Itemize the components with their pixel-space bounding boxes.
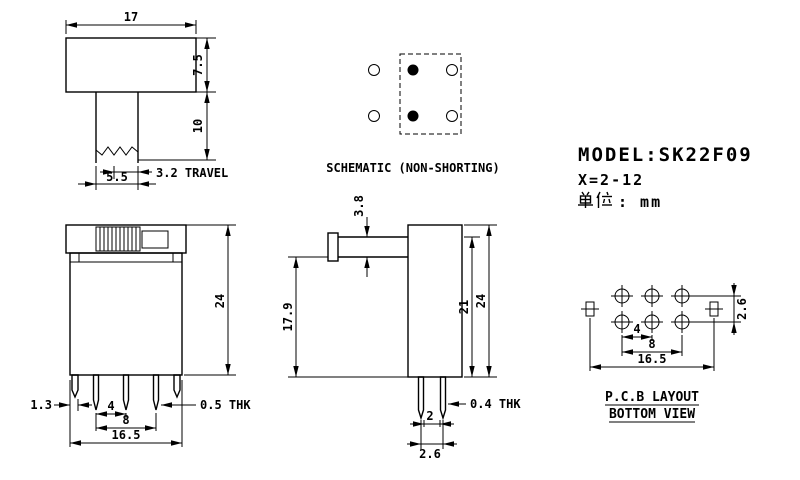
pcb-caption: P.C.B LAYOUT BOTTOM VIEW [605,390,699,423]
terminal-circles [368,64,458,122]
dim-stem-width: 5.5 [78,166,156,190]
break-line [95,146,139,156]
dim-row-pitch-label: 2.6 [419,447,441,461]
dim-stem-length-label: 10 [191,119,205,133]
pcb-hole-icon [671,285,693,307]
slider-position-box [399,53,462,135]
actuator [327,232,408,262]
dim-pin-gap-label: 2 [426,409,433,423]
dim-slot-span-label: 16.5 [638,352,667,366]
side-pin-thickness-label: 0.4 THK [470,397,521,411]
switch-stem [95,92,139,163]
schematic-view: SCHEMATIC (NON-SHORTING) [326,53,500,175]
pcb-hole-icon [671,311,693,333]
dim-hole-span: 8 [622,335,683,356]
dim-body-below-actuator: 17.9 [281,256,408,378]
pcb-hole-icon [641,285,663,307]
corner-notch [69,252,80,263]
terminal-view: 24 1.3 4 8 16.5 0.5 THK [30,224,251,447]
dim-height-21-label: 21 [457,300,471,314]
dim-pin-span-label: 8 [122,413,129,427]
dim-height-24-label: 24 [474,294,488,308]
dim-hole-pitch-label: 4 [633,322,640,336]
mounting-legs [71,374,181,399]
switch-cap-outline [65,37,197,93]
terminal-open-icon [446,110,458,122]
pcb-hole-icon [641,311,663,333]
pcb-slots [581,301,723,317]
pcb-hole-icon [611,285,633,307]
pcb-layout-view: 4 8 16.5 2.6 P.C.B LAYOUT BOTTOM VIEW [581,283,749,423]
dim-cap-width-label: 17 [124,10,138,24]
dim-cap-height: 7.5 [191,37,216,93]
dim-actuator-height: 3.8 [352,195,370,277]
corner-notch [172,252,183,263]
dim-cap-width: 17 [65,10,197,34]
terminal-open-icon [446,64,458,76]
dim-travel-label: 3.2 TRAVEL [156,166,228,180]
dim-height-24: 24 [464,224,497,378]
dim-actuator-height-label: 3.8 [352,195,366,217]
cap-window [141,230,169,249]
dim-edge-to-pin: 1.3 [30,380,92,447]
x-range: X=2-12 [578,171,644,189]
dim-pcb-row-pitch: 2.6 [690,283,749,335]
pin-thickness-callout: 0.5 THK [161,398,251,412]
side-pins [417,376,447,421]
dim-hole-span-label: 8 [648,337,655,351]
dim-pin-gap: 2 [410,409,454,427]
front-view: 17 7.5 10 3.2 TRAVEL 5.5 [65,10,228,190]
dim-body-height: 24 [184,224,236,376]
dim-body-below-actuator-label: 17.9 [281,303,295,332]
body-outline [69,252,183,376]
pcb-hole-icon [611,311,633,333]
dim-travel: 3.2 TRAVEL [100,166,228,180]
dim-pcb-row-pitch-label: 2.6 [735,298,749,320]
dim-stem-width-label: 5.5 [106,170,128,184]
terminal-common-icon [407,64,419,76]
unit-cjk-label [578,191,612,208]
dim-slot-span: 16.5 [589,318,715,371]
dim-height-21: 21 [457,236,480,377]
title-block: MODEL:SK22F09 X=2-12 : mm [578,144,753,211]
pin-thickness-label: 0.5 THK [200,398,251,412]
side-view: 3.8 17.9 21 24 2 [281,195,521,461]
pcb-holes [611,285,693,333]
dim-edge-to-pin-label: 1.3 [30,398,52,412]
knob-serration [95,226,141,252]
schematic-caption: SCHEMATIC (NON-SHORTING) [326,161,499,175]
dim-body-height-label: 24 [213,294,227,308]
terminal-common-icon [407,110,419,122]
terminal-open-icon [368,110,380,122]
model-number: MODEL:SK22F09 [578,144,753,166]
side-body-outline [407,224,463,378]
pcb-caption-line1: P.C.B LAYOUT [605,390,699,405]
dim-base-width-label: 16.5 [112,428,141,442]
pcb-caption-line2: BOTTOM VIEW [609,407,695,422]
dim-base-width: 16.5 [70,380,183,447]
dim-pin-pitch-label: 4 [107,399,114,413]
dim-stem-length: 10 [138,92,216,161]
dim-pin-span: 8 [96,413,157,431]
terminal-open-icon [368,64,380,76]
dim-cap-height-label: 7.5 [191,54,205,76]
unit-value: : mm [618,193,662,211]
dim-row-pitch: 2.6 [407,420,457,461]
side-pin-thickness-callout: 0.4 THK [448,397,521,411]
terminal-pins [92,374,160,411]
